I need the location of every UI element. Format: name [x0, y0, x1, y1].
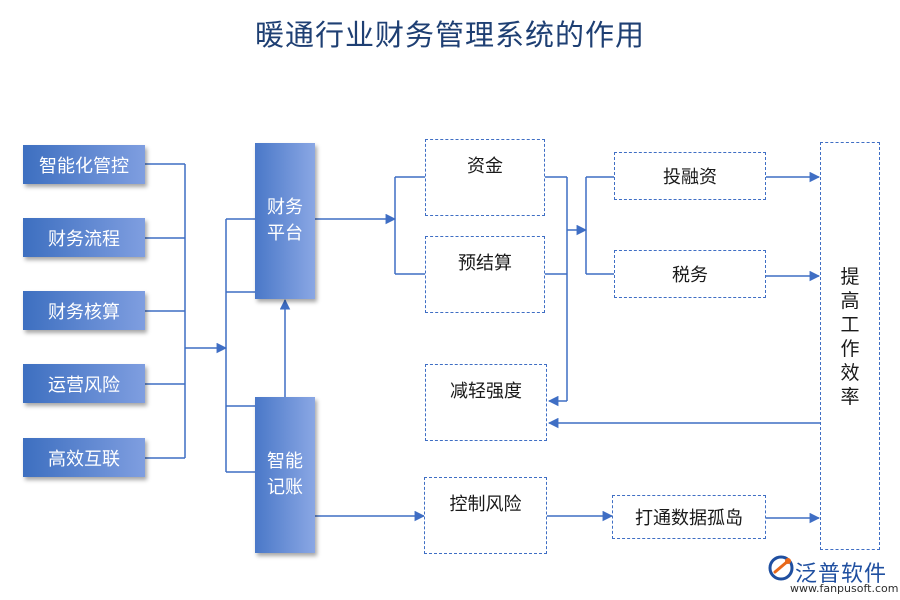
smart-accounting-box: 智能记账 — [255, 397, 315, 553]
investment-financing-box: 投融资 — [614, 152, 766, 200]
tax-label: 税务 — [672, 265, 708, 286]
smart-accounting-label: 智能记账 — [267, 451, 303, 498]
input-efficient-interconnect-label: 高效互联 — [48, 448, 120, 470]
diagram-title: 暖通行业财务管理系统的作用 — [254, 18, 645, 52]
input-finance-accounting-label: 财务核算 — [48, 301, 120, 323]
budget-label: 预结算 — [458, 253, 512, 274]
brand-name: 泛普软件 — [795, 562, 888, 587]
risk-control-box: 控制风险 — [424, 477, 547, 554]
data-island-label: 打通数据孤岛 — [635, 508, 743, 529]
budget-box: 预结算 — [425, 236, 545, 313]
input-finance-process: 财务流程 — [23, 218, 145, 257]
input-smart-control-label: 智能化管控 — [39, 155, 129, 177]
improve-efficiency-label: 提高工作效率 — [840, 266, 860, 408]
input-operation-risk: 运营风险 — [23, 364, 145, 403]
funds-box: 资金 — [425, 139, 545, 216]
investment-financing-label: 投融资 — [663, 167, 717, 188]
tax-box: 税务 — [614, 250, 766, 298]
funds-label: 资金 — [467, 156, 503, 177]
input-efficient-interconnect: 高效互联 — [23, 438, 145, 477]
finance-platform-label: 财务平台 — [267, 197, 303, 244]
finance-platform-box: 财务平台 — [255, 143, 315, 299]
brand-logo-icon — [768, 555, 794, 581]
brand-url: www.fanpusoft.com — [790, 582, 899, 595]
input-operation-risk-label: 运营风险 — [48, 374, 120, 396]
input-finance-process-label: 财务流程 — [48, 228, 120, 250]
improve-efficiency-box: 提高工作效率 — [820, 142, 880, 550]
input-smart-control: 智能化管控 — [23, 145, 145, 184]
risk-control-label: 控制风险 — [449, 494, 522, 515]
reduce-intensity-label: 减轻强度 — [450, 381, 522, 402]
data-island-box: 打通数据孤岛 — [612, 495, 766, 539]
input-finance-accounting: 财务核算 — [23, 291, 145, 330]
reduce-intensity-box: 减轻强度 — [425, 364, 547, 441]
